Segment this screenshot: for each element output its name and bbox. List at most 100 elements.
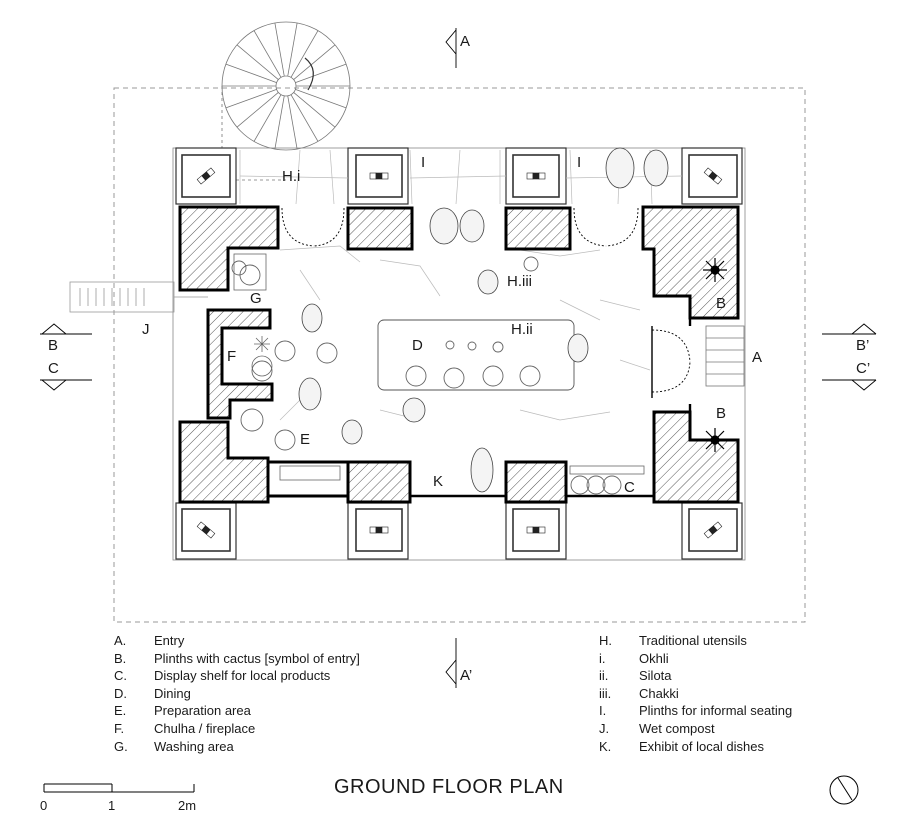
label-I-left: I (421, 154, 425, 171)
paving-area (172, 147, 746, 561)
legend-text: Entry (154, 633, 185, 648)
stair-tread (287, 95, 298, 150)
legend-text: Plinths for informal seating (639, 703, 793, 719)
spiral-staircase (221, 21, 351, 181)
legend-text: Exhibit of local dishes (639, 738, 765, 754)
legend-key: A. (114, 633, 127, 648)
stair-tread (293, 44, 336, 80)
entry-steps (705, 325, 745, 387)
label-D: D (412, 337, 423, 354)
label-B-top: B (716, 295, 726, 312)
legend-item: K. Exhibit of local dishes (599, 738, 792, 756)
stair-tread (293, 92, 336, 128)
label-J: J (142, 321, 150, 338)
legend-item: J. Wet compost (599, 720, 792, 738)
stair-tread (253, 94, 282, 142)
label-H-ii: H.ii (511, 321, 533, 338)
legend-key: ii. (599, 668, 609, 684)
dining-table (377, 319, 575, 391)
doors (281, 207, 691, 398)
legend-item: B. Plinths with cactus [symbol of entry] (114, 650, 360, 668)
scale-label-1: 1 (108, 798, 116, 813)
stair-tread (236, 92, 279, 128)
stair-tread (236, 44, 279, 80)
section-mark-a-top (445, 28, 457, 68)
label-H-iii: H.iii (507, 273, 532, 290)
stair-tread (287, 22, 298, 77)
legend-key: C. (114, 668, 127, 684)
north-arrow-icon (829, 775, 859, 805)
wall-lines (268, 318, 692, 498)
label-K: K (433, 473, 443, 490)
legend-text: Traditional utensils (639, 633, 747, 648)
people (298, 147, 669, 493)
legend-key: K. (599, 738, 612, 754)
legend-key: D. (114, 685, 127, 701)
section-label-a-bottom: A’ (460, 667, 472, 684)
legend-item: I. Plinths for informal seating (599, 702, 792, 720)
stair-tread (225, 63, 277, 83)
legend-key: B. (114, 650, 127, 666)
legend-item: A. Entry (114, 632, 360, 650)
legend-item: C.Display shelf for local products (114, 667, 360, 685)
label-F: F (227, 348, 236, 365)
section-label-b-right: B’ (856, 337, 869, 354)
legend-text: Chulha / fireplace (154, 720, 256, 736)
section-label-c-right: C’ (856, 360, 870, 377)
stair-tread (225, 89, 277, 109)
label-G: G (250, 290, 262, 307)
stair-tread (290, 30, 319, 78)
section-marks-right (822, 323, 877, 391)
label-H-i: H.i (282, 168, 300, 185)
label-A: A (752, 349, 762, 366)
legend-text: Silota (639, 668, 672, 684)
stair-tread (295, 63, 347, 83)
scale-bar (43, 783, 195, 793)
site-boundary (113, 87, 806, 623)
legend-item: G. Washing area (114, 738, 360, 756)
wet-compost (69, 281, 208, 313)
legend-key: iii. (599, 685, 612, 701)
section-label-a-top: A (460, 33, 470, 50)
legend-item: iii.Chakki (599, 685, 792, 703)
legend-text: Washing area (154, 738, 234, 754)
legend-text: Wet compost (639, 720, 715, 736)
label-C: C (624, 479, 635, 496)
section-marks-left (40, 323, 92, 391)
legend-key: J. (599, 720, 610, 736)
legend-text: Plinths with cactus [symbol of entry] (154, 650, 360, 666)
section-mark-a-bottom (445, 638, 457, 688)
dining-stools (231, 256, 622, 495)
stair-tread (274, 22, 285, 77)
scale-label-0: 0 (40, 798, 48, 813)
plinths-bottom (175, 502, 743, 560)
legend-item: F.Chulha / fireplace (114, 720, 360, 738)
legend-item: i.Okhli (599, 650, 792, 668)
legend-key: i. (599, 650, 606, 666)
label-E: E (300, 431, 310, 448)
legend-item: H.Traditional utensils (599, 632, 792, 650)
stair-tread (290, 94, 319, 142)
plan-title: GROUND FLOOR PLAN (334, 776, 564, 798)
legend-key: E. (114, 703, 127, 719)
legend-text: Dining (154, 685, 191, 701)
legend-item: D. Dining (114, 685, 360, 703)
stair-tread (274, 95, 285, 150)
label-I-right: I (577, 154, 581, 171)
stair-tread (295, 89, 347, 109)
legend-key: G. (114, 738, 128, 754)
plinth-seats (196, 167, 723, 539)
legend-text: Preparation area (154, 703, 251, 719)
legend-key: I. (599, 703, 607, 719)
section-label-b-left: B (48, 337, 58, 354)
scale-label-2: 2m (178, 798, 197, 813)
legend-item: E. Preparation area (114, 702, 360, 720)
cactus-plants (703, 258, 727, 452)
stair-tread (253, 30, 282, 78)
walls (178, 205, 740, 504)
legend-item: ii. Silota (599, 667, 792, 685)
label-B-bottom: B (716, 405, 726, 422)
